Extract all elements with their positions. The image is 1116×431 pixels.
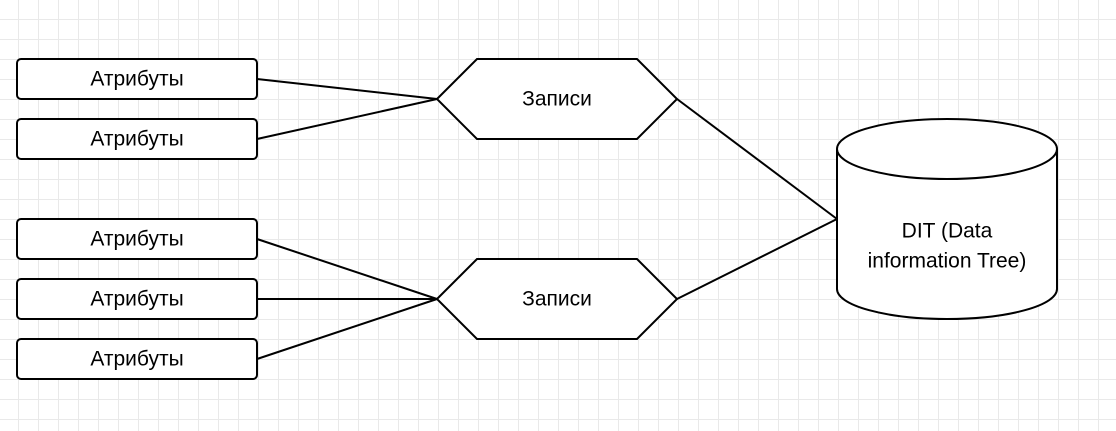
database-label-line2: information Tree) xyxy=(868,250,1027,273)
connector-entry-2-database xyxy=(676,218,838,300)
entry-label: Записи xyxy=(522,88,592,111)
database-label-line1: DIT (Data xyxy=(902,220,993,243)
attribute-box-5[interactable]: Атрибуты xyxy=(16,338,258,380)
attribute-label: Атрибуты xyxy=(90,348,183,371)
attribute-box-4[interactable]: Атрибуты xyxy=(16,278,258,320)
attribute-box-2[interactable]: Атрибуты xyxy=(16,118,258,160)
entry-hexagon-1[interactable]: Записи xyxy=(435,58,679,140)
connector-attr-1-entry-1 xyxy=(256,78,438,100)
attribute-label: Атрибуты xyxy=(90,128,183,151)
attribute-label: Атрибуты xyxy=(90,68,183,91)
database-cylinder[interactable]: DIT (Data information Tree) xyxy=(836,118,1058,320)
connector-entry-1-database xyxy=(676,98,838,220)
connector-attr-3-entry-2 xyxy=(256,238,438,300)
attribute-box-1[interactable]: Атрибуты xyxy=(16,58,258,100)
entry-hexagon-2[interactable]: Записи xyxy=(435,258,679,340)
connector-attr-5-entry-2 xyxy=(256,298,438,360)
attribute-label: Атрибуты xyxy=(90,288,183,311)
connector-attr-2-entry-1 xyxy=(256,98,438,140)
attribute-box-3[interactable]: Атрибуты xyxy=(16,218,258,260)
attribute-label: Атрибуты xyxy=(90,228,183,251)
entry-label: Записи xyxy=(522,288,592,311)
